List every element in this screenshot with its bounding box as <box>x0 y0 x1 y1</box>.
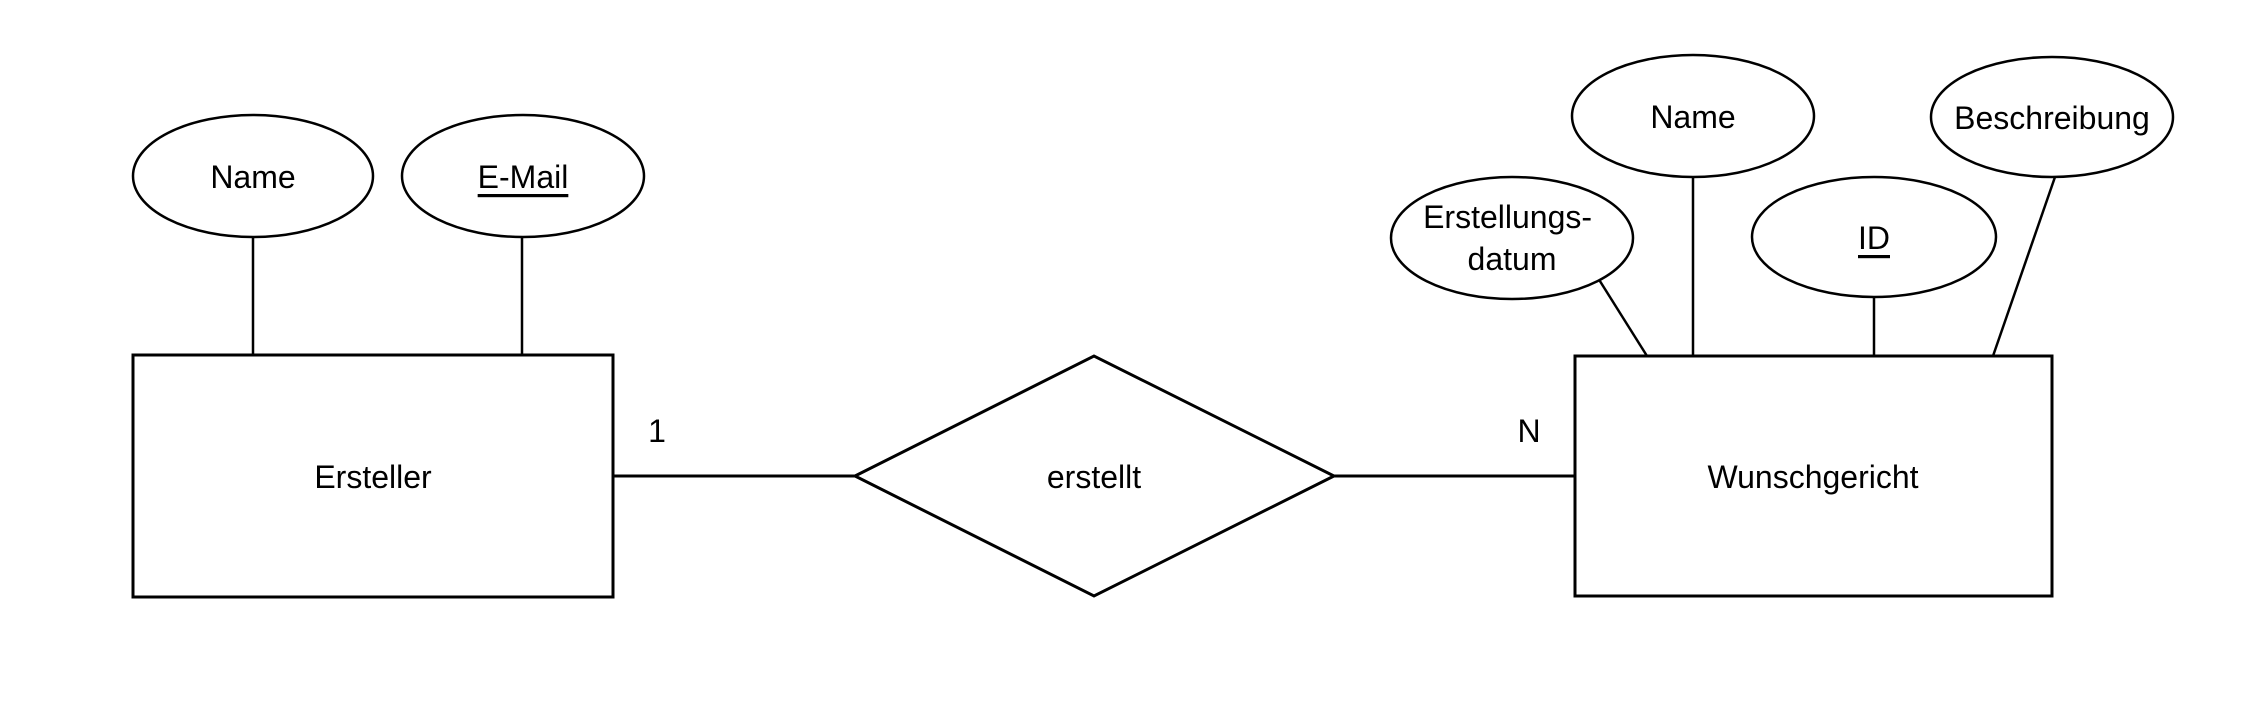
attribute-wunschgericht-id-oval <box>1750 175 1998 299</box>
relationship-erstellt-diamond <box>851 354 1338 598</box>
entity-wunschgericht: Wunschgericht <box>1573 354 2054 598</box>
entity-wunschgericht-label: Wunschgericht <box>1707 459 1918 495</box>
entity-ersteller: Ersteller <box>131 353 615 599</box>
relationship-erstellt-label: erstellt <box>1047 459 1141 495</box>
attribute-wunschgericht-erstellungsdatum-label: Erstellungs- datum <box>1423 199 1601 277</box>
attribute-ersteller-name: Name <box>131 113 375 239</box>
attribute-wunschgericht-beschreibung-oval <box>1929 55 2175 179</box>
relationship-erstellt: erstellt <box>851 354 1338 598</box>
attribute-wunschgericht-erstellungsdatum: Erstellungs- datum <box>1389 175 1635 301</box>
entity-ersteller-box <box>131 353 615 599</box>
attribute-ersteller-email-oval <box>400 113 646 239</box>
attribute-wunschgericht-id: ID <box>1750 175 1998 299</box>
attribute-wunschgericht-beschreibung-label: Beschreibung <box>1954 100 2150 136</box>
attribute-wunschgericht-name: Name <box>1570 53 1816 179</box>
cardinality-left-label: 1 <box>648 413 666 449</box>
cardinality-right-label: N <box>1517 413 1540 449</box>
entity-wunschgericht-box <box>1573 354 2054 598</box>
edge-attr-beschreibung-wunschgericht <box>1991 176 2057 357</box>
attribute-wunschgericht-erstellungsdatum-oval <box>1389 175 1635 301</box>
entity-ersteller-label: Ersteller <box>314 459 432 495</box>
attribute-ersteller-email: E-Mail <box>400 113 646 239</box>
attribute-wunschgericht-name-oval <box>1570 53 1816 179</box>
attribute-ersteller-name-label: Name <box>210 159 295 195</box>
attribute-ersteller-name-oval <box>131 113 375 239</box>
attribute-ersteller-email-label: E-Mail <box>478 159 569 195</box>
attribute-wunschgericht-id-label: ID <box>1858 220 1890 256</box>
edge-attr-erstellungsdatum-wunschgericht <box>1596 277 1649 357</box>
attribute-wunschgericht-beschreibung: Beschreibung <box>1929 55 2175 179</box>
attribute-wunschgericht-name-label: Name <box>1650 99 1735 135</box>
